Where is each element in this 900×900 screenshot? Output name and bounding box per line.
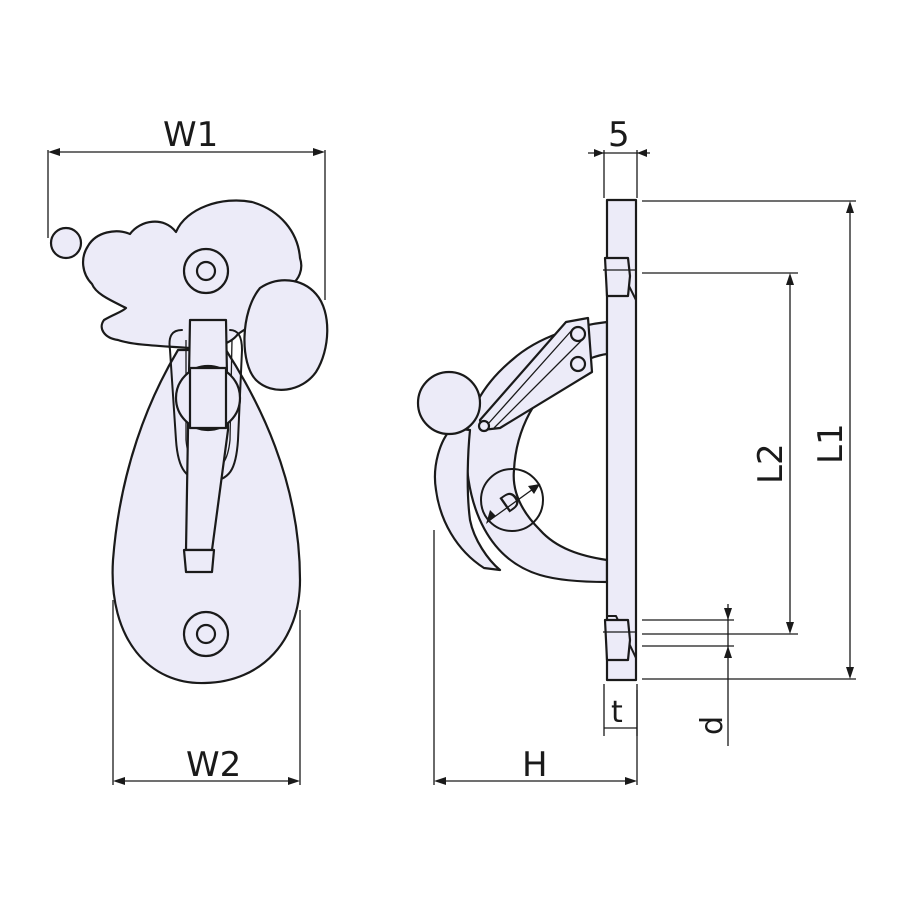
- side-latch-arm-line: [487, 329, 583, 429]
- dimension-w1: W1: [47, 115, 326, 300]
- front-side-lobe: [243, 279, 329, 391]
- side-view: D: [416, 198, 638, 682]
- dimension-l2: L2: [642, 272, 798, 635]
- label-w1: W1: [163, 115, 218, 155]
- side-upper-screw-seat: [603, 256, 632, 298]
- front-head-ball: [49, 226, 83, 260]
- label-w2: W2: [186, 745, 241, 785]
- front-hinge-bar: [188, 366, 228, 430]
- label-h: H: [522, 745, 548, 785]
- label-l2: L2: [751, 443, 791, 484]
- front-view: [49, 199, 329, 685]
- label-t: t: [611, 695, 623, 730]
- label-d-small: d: [695, 716, 730, 735]
- side-wall-plate: [605, 198, 638, 682]
- dimension-t: t: [603, 684, 638, 736]
- front-lower-hole-inner: [195, 623, 217, 645]
- dimension-w2: W2: [112, 600, 301, 785]
- dimension-d-small: d: [642, 604, 734, 746]
- label-l1: L1: [811, 423, 851, 464]
- label-5: 5: [608, 115, 630, 155]
- side-d-circle: [480, 468, 544, 532]
- front-upper-hole-inner: [195, 260, 217, 282]
- side-latch-tip: [477, 419, 491, 433]
- dimension-l1: L1: [642, 200, 856, 680]
- side-latch-pin-lower: [569, 355, 587, 373]
- side-latch-pin-upper: [569, 325, 587, 343]
- dimension-h: H: [433, 530, 638, 785]
- side-lower-screw-seat: [603, 618, 632, 662]
- side-ball-end: [416, 370, 482, 436]
- front-hook-lever-tip: [182, 548, 216, 574]
- dimension-5: 5: [588, 115, 650, 198]
- side-hook-stem: [433, 426, 502, 572]
